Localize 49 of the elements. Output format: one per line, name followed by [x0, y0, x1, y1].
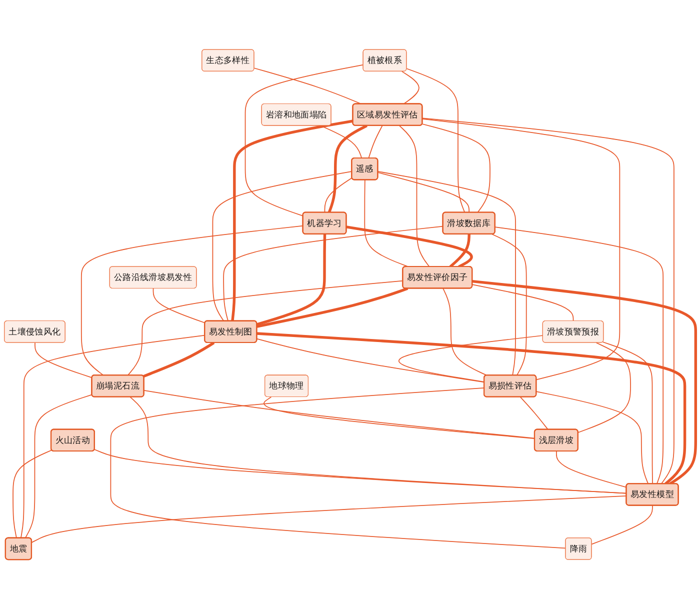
connector	[536, 391, 649, 484]
connector	[31, 495, 627, 543]
connector	[24, 394, 92, 539]
connector	[402, 71, 420, 104]
connector	[152, 288, 206, 324]
connector	[378, 172, 470, 213]
connector	[143, 342, 215, 378]
connector	[492, 234, 527, 376]
connector	[442, 288, 488, 376]
connector	[364, 180, 409, 268]
connector	[244, 64, 364, 216]
connector	[422, 118, 620, 380]
connector	[368, 125, 383, 159]
connector	[34, 342, 92, 378]
connector	[94, 449, 627, 494]
connector	[12, 450, 52, 539]
connector	[231, 120, 354, 322]
connector	[494, 226, 664, 484]
connector	[578, 342, 631, 433]
connector	[449, 234, 470, 268]
connector	[406, 68, 466, 213]
connector	[144, 390, 536, 439]
connector	[556, 450, 627, 488]
connector	[256, 332, 686, 485]
connector	[256, 338, 485, 383]
connector	[130, 396, 627, 494]
connector	[399, 125, 430, 268]
connector	[324, 177, 352, 213]
connector	[591, 505, 653, 545]
connector	[422, 118, 674, 484]
connector	[328, 124, 368, 213]
connector	[256, 287, 408, 328]
connector	[127, 280, 404, 376]
connector	[378, 171, 516, 376]
connector	[422, 124, 490, 213]
connector	[398, 335, 544, 382]
connector	[110, 388, 566, 549]
connector	[256, 234, 326, 326]
connector	[472, 284, 574, 322]
connector	[472, 280, 698, 485]
connector	[264, 396, 536, 439]
connector	[346, 226, 473, 268]
connector	[602, 342, 653, 484]
connector	[212, 171, 352, 322]
connector	[20, 334, 206, 539]
connector	[223, 226, 444, 322]
connector	[80, 225, 304, 376]
connector	[520, 396, 548, 430]
connector	[254, 68, 362, 104]
